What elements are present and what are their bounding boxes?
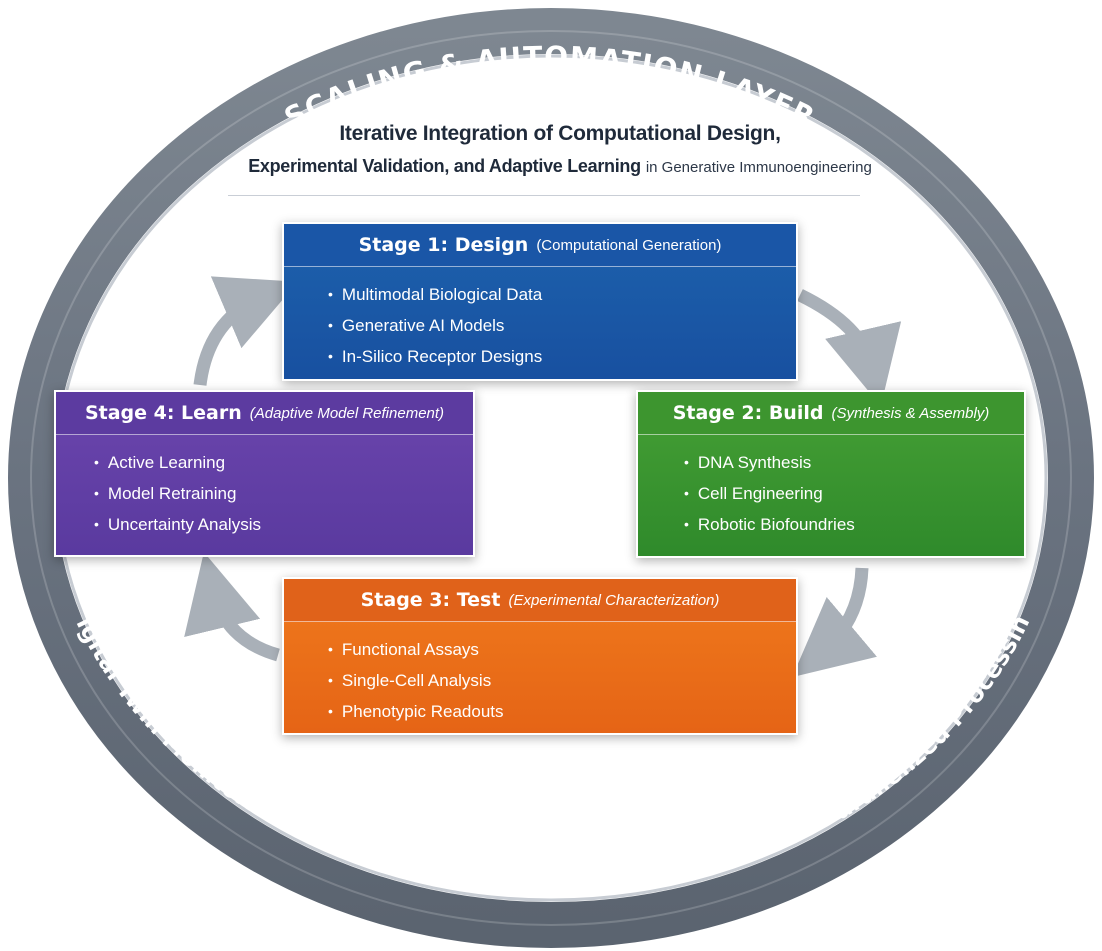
ring-bottom-label: Closed-Loop Control xyxy=(413,850,687,894)
bullet-icon: • xyxy=(94,454,99,470)
bullet-icon: • xyxy=(328,317,333,333)
bullet-icon: • xyxy=(328,672,333,688)
title-line-1: Iterative Integration of Computational D… xyxy=(339,122,781,145)
list-item: •Robotic Biofoundries xyxy=(684,509,1024,540)
bullet-icon: • xyxy=(684,454,689,470)
stage-test-list: •Functional Assays •Single-Cell Analysis… xyxy=(284,622,796,727)
bullet-icon: • xyxy=(328,348,333,364)
stage-learn-header: Stage 4: Learn (Adaptive Model Refinemen… xyxy=(56,392,473,435)
stage-design-header: Stage 1: Design (Computational Generatio… xyxy=(284,224,796,267)
stage-test-name: Stage 3: Test xyxy=(360,589,501,611)
stage-learn-name: Stage 4: Learn xyxy=(84,402,242,424)
outer-ring xyxy=(8,8,1094,948)
bullet-icon: • xyxy=(328,703,333,719)
title-line-2-bold: Experimental Validation, and Adaptive Le… xyxy=(248,156,641,176)
stage-test-subtitle: (Experimental Characterization) xyxy=(508,591,720,609)
stage-learn-list: •Active Learning •Model Retraining •Unce… xyxy=(56,435,473,540)
list-item: •In-Silico Receptor Designs xyxy=(328,341,796,372)
bullet-icon: • xyxy=(328,286,333,302)
arrow-test-to-learn xyxy=(184,552,280,662)
stage-test-header: Stage 3: Test (Experimental Characteriza… xyxy=(284,579,796,622)
bullet-icon: • xyxy=(94,516,99,532)
list-item: •Model Retraining xyxy=(94,478,473,509)
title-divider xyxy=(228,195,860,196)
stage-learn-subtitle: (Adaptive Model Refinement) xyxy=(249,404,445,422)
arrow-learn-to-design xyxy=(193,276,298,386)
arrow-design-to-build xyxy=(797,289,902,406)
stage-build-box: Stage 2: Build (Synthesis & Assembly) •D… xyxy=(636,390,1026,558)
bullet-icon: • xyxy=(684,485,689,501)
list-item: •Active Learning xyxy=(94,447,473,478)
list-item: •Single-Cell Analysis xyxy=(328,665,796,696)
list-item: •Uncertainty Analysis xyxy=(94,509,473,540)
stage-learn-box: Stage 4: Learn (Adaptive Model Refinemen… xyxy=(54,390,475,557)
list-item: •Cell Engineering xyxy=(684,478,1024,509)
bullet-icon: • xyxy=(94,485,99,501)
bullet-icon: • xyxy=(684,516,689,532)
stage-design-name: Stage 1: Design xyxy=(358,234,529,256)
stage-build-header: Stage 2: Build (Synthesis & Assembly) xyxy=(638,392,1024,435)
stage-design-subtitle: (Computational Generation) xyxy=(536,236,722,254)
stage-build-subtitle: (Synthesis & Assembly) xyxy=(831,404,990,422)
list-item: •Phenotypic Readouts xyxy=(328,696,796,727)
diagram-title: Iterative Integration of Computational D… xyxy=(200,122,920,177)
title-line-2-rest: in Generative Immunoengineering xyxy=(645,159,872,176)
title-line-2: Experimental Validation, and Adaptive Le… xyxy=(200,156,920,177)
bullet-icon: • xyxy=(328,641,333,657)
list-item: •DNA Synthesis xyxy=(684,447,1024,478)
stage-build-name: Stage 2: Build xyxy=(672,402,824,424)
stage-design-list: •Multimodal Biological Data •Generative … xyxy=(284,267,796,372)
arrow-build-to-test xyxy=(792,567,877,678)
list-item: •Multimodal Biological Data xyxy=(328,279,796,310)
stage-design-box: Stage 1: Design (Computational Generatio… xyxy=(282,222,798,381)
list-item: •Generative AI Models xyxy=(328,310,796,341)
stage-test-box: Stage 3: Test (Experimental Characteriza… xyxy=(282,577,798,735)
outer-ring-highlight xyxy=(30,30,1072,926)
stage-build-list: •DNA Synthesis •Cell Engineering •Roboti… xyxy=(638,435,1024,540)
list-item: •Functional Assays xyxy=(328,634,796,665)
